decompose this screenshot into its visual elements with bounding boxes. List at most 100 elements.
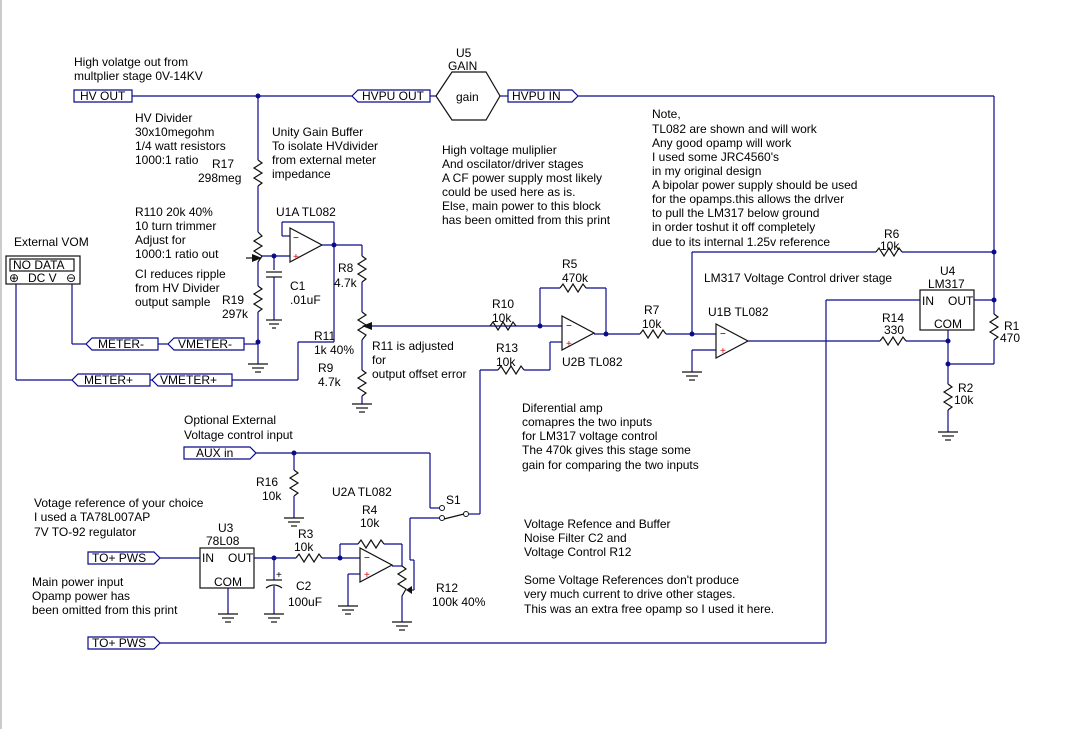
- note-mult-1: High voltage muliplier: [442, 143, 557, 157]
- vom-wiring: [15, 245, 335, 381]
- r9-ref: R9: [318, 361, 334, 375]
- c2-ref: C2: [296, 579, 312, 593]
- port-aux-in-label: AUX in: [196, 446, 233, 460]
- note-6: A bipolar power supply should be used: [652, 178, 857, 192]
- note-trim-2: 10 turn trimmer: [135, 219, 216, 233]
- note-7: for the opamps.this allows the drlver: [652, 192, 844, 206]
- note-buf-2: To isolate HVdivider: [272, 139, 378, 153]
- note-buf-1: Unity Gain Buffer: [272, 125, 363, 139]
- note-aux-1: Optional External: [184, 413, 276, 427]
- u3-regulator: IN OUT COM +: [160, 547, 360, 623]
- buffer-input-wires: [262, 253, 290, 329]
- u1a-opamp: − +: [281, 221, 362, 263]
- vom-minus-terminal: ⊖: [66, 271, 76, 285]
- note-some-3: This was an extra free opamp so I used i…: [524, 602, 774, 616]
- port-vmeter-plus[interactable]: VMETER+: [151, 373, 233, 387]
- port-meter-minus[interactable]: METER-: [85, 337, 159, 351]
- port-meter-plus-label: METER+: [84, 373, 133, 387]
- note-1: Note,: [652, 107, 681, 121]
- note-buf2-3: Voltage Control R12: [524, 545, 632, 559]
- note-mult-2: And oscilator/driver stages: [442, 157, 583, 171]
- u4-lm317: IN OUT COM: [160, 252, 1000, 644]
- port-hvpu-out[interactable]: HVPU OUT: [351, 89, 431, 103]
- note-aux-2: Voltage control input: [184, 428, 293, 442]
- r11-val: 1k 40%: [314, 343, 354, 357]
- svg-text:+: +: [293, 252, 299, 263]
- r10-val: 10k: [492, 311, 512, 325]
- note-diff-3: for LM317 voltage control: [522, 429, 657, 443]
- svg-text:−: −: [720, 329, 726, 340]
- svg-text:−: −: [566, 321, 572, 332]
- note-vref-2: I used a TA78L007AP: [34, 510, 150, 524]
- port-vmeter-minus[interactable]: VMETER-: [167, 337, 245, 351]
- vom-mode: DC V: [28, 271, 57, 285]
- r19-ref: R19: [222, 293, 244, 307]
- r2-val: 10k: [954, 393, 974, 407]
- note-buf-4: impedance: [272, 167, 331, 181]
- port-hvpu-in-label: HVPU IN: [512, 89, 561, 103]
- r13-val: 10k: [496, 355, 516, 369]
- note-trim-3: Adjust for: [135, 233, 186, 247]
- note-4: I used some JRC4560's: [652, 150, 779, 164]
- note-hv-div-2: 30x10megohm: [135, 125, 214, 139]
- port-hv-out[interactable]: HV OUT: [73, 89, 133, 103]
- r10-ref: R10: [492, 297, 514, 311]
- r12-val: 100k 40%: [432, 595, 486, 609]
- u4-out-pin: OUT: [948, 294, 974, 308]
- hv-top-line: [132, 93, 995, 252]
- note-some-1: Some Voltage References don't produce: [524, 573, 739, 587]
- r3-ref: R3: [298, 527, 314, 541]
- r17-val: 298meg: [198, 171, 241, 185]
- r14-val: 330: [884, 323, 904, 337]
- r16-val: 10k: [262, 489, 282, 503]
- u2b-diff-amp: − +: [479, 282, 716, 514]
- u5-gain-block: gain U5 GAIN: [435, 46, 501, 121]
- c1-ref: C1: [290, 279, 306, 293]
- note-buf2-1: Voltage Refence and Buffer: [524, 517, 671, 531]
- port-to-pws-2-label: TO+ PWS: [92, 636, 146, 650]
- svg-text:+: +: [720, 346, 726, 357]
- port-to-pws-1[interactable]: TO+ PWS: [87, 551, 161, 565]
- note-ci-3: output sample: [135, 295, 211, 309]
- hv-divider-column: [246, 96, 268, 373]
- note-trim-1: R110 20k 40%: [135, 205, 213, 219]
- note-ext-vom: External VOM: [14, 235, 89, 249]
- port-hvpu-out-label: HVPU OUT: [362, 89, 425, 103]
- svg-text:−: −: [364, 553, 370, 564]
- port-to-pws-1-label: TO+ PWS: [92, 551, 146, 565]
- r9-val: 4.7k: [318, 375, 342, 389]
- u4-com-pin: COM: [934, 317, 962, 331]
- note-vref-1: Votage reference of your choice: [34, 496, 204, 510]
- vom-display: NO DATA: [13, 258, 65, 272]
- note-diff-2: comapres the two inputs: [522, 415, 652, 429]
- port-hv-out-label: HV OUT: [80, 89, 126, 103]
- r12-ref: R12: [436, 581, 458, 595]
- u3-com-pin: COM: [214, 575, 242, 589]
- port-hvpu-in[interactable]: HVPU IN: [507, 89, 579, 103]
- svg-text:+: +: [566, 339, 572, 350]
- note-driver: LM317 Voltage Control driver stage: [704, 271, 892, 285]
- note-r11-1: R11 is adjusted: [372, 339, 454, 353]
- s1-switch: [409, 505, 480, 560]
- u4-ref: U4: [940, 264, 956, 278]
- port-vmeter-plus-label: VMETER+: [160, 373, 217, 387]
- r8-val: 4.7k: [334, 276, 358, 290]
- note-mult-3: A CF power supply most likely: [442, 171, 602, 185]
- u3-in-pin: IN: [202, 551, 214, 565]
- port-meter-plus[interactable]: METER+: [71, 373, 151, 387]
- note-hv-div-1: HV Divider: [135, 111, 192, 125]
- port-to-pws-2[interactable]: TO+ PWS: [87, 636, 161, 650]
- u3-ref: U3: [218, 521, 234, 535]
- note-diff-4: The 470k gives this stage some: [522, 443, 691, 457]
- u4-val: LM317: [928, 277, 965, 291]
- r8-r11-r9-column: [352, 245, 530, 413]
- port-aux-in[interactable]: AUX in: [183, 446, 257, 460]
- note-mult-4: could be used here as is.: [442, 185, 575, 199]
- aux-wiring: [256, 450, 431, 527]
- note-9: in order toshut it off completely: [652, 220, 815, 234]
- note-2: TL082 are shown and will work: [652, 122, 818, 136]
- note-hv-out-2: multplier stage 0V-14KV: [74, 69, 203, 83]
- note-r11-2: for: [372, 353, 386, 367]
- u2a-label: U2A TL082: [332, 485, 392, 499]
